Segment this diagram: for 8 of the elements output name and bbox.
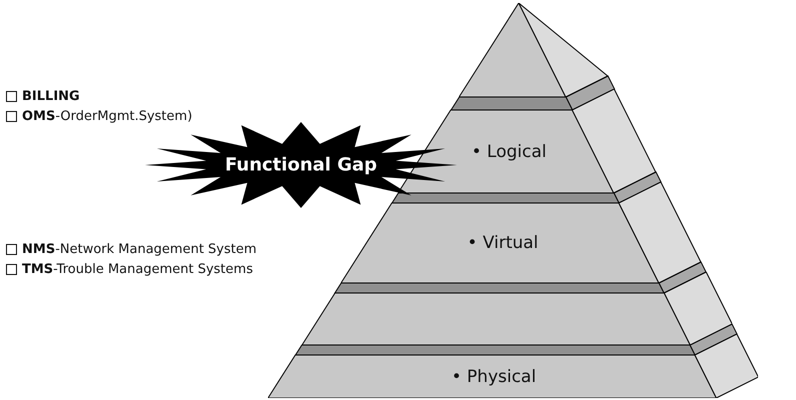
system-label: TMS-Trouble Management Systems bbox=[22, 262, 253, 277]
starburst-label: Functional Gap bbox=[224, 154, 378, 176]
system-label: BILLING bbox=[22, 89, 80, 104]
tier-label: • Physical bbox=[451, 366, 536, 386]
system-label: OMS-OrderMgmt.System) bbox=[22, 109, 192, 124]
system-label: NMS-Network Management System bbox=[22, 242, 257, 257]
tier-label: • Logical bbox=[471, 142, 546, 162]
tier-label: • Virtual bbox=[467, 233, 538, 253]
